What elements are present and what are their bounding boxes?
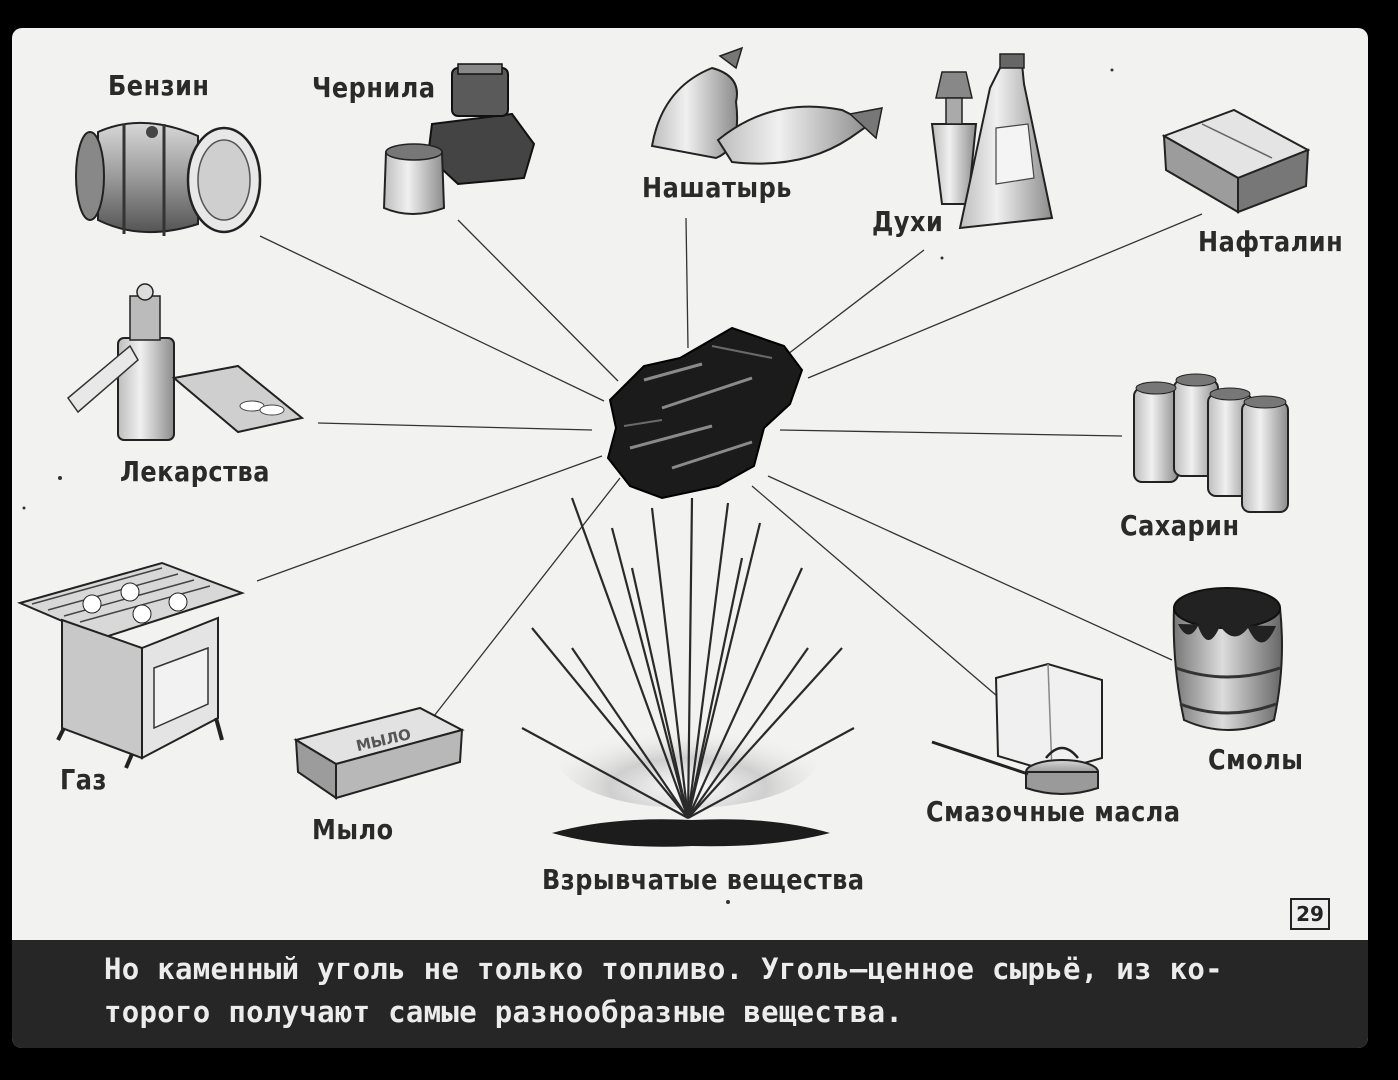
label-vzryvchatye: Взрывчатые вещества [542, 863, 865, 897]
caption-line-1: Но каменный уголь не только топливо. Уго… [104, 952, 1223, 986]
connector-lekarstva [317, 422, 593, 431]
label-smazochnye: Смазочные масла [926, 795, 1181, 829]
connector-nashatyr [685, 217, 689, 349]
jars-icon [1133, 373, 1289, 513]
connector-naftalin [807, 213, 1203, 379]
connector-sakharin [779, 429, 1123, 437]
gas-stove-icon [16, 561, 246, 769]
connector-gaz [256, 455, 603, 582]
label-sakharin: Сахарин [1120, 509, 1240, 543]
tar-barrel-icon [1172, 587, 1283, 731]
medicine-icon [66, 283, 305, 441]
connector-smazochnye [751, 485, 998, 697]
ink-bottle-icon [382, 63, 536, 215]
caption-band: Но каменный уголь не только топливо. Уго… [12, 940, 1368, 1048]
label-nashatyr: Нашатырь [642, 171, 792, 205]
connector-smoly [767, 475, 1173, 661]
soap-bar-icon: МЫЛО [293, 706, 465, 800]
perfume-bottles-icon [930, 53, 1054, 230]
connector-mylo [433, 477, 621, 717]
label-dukhi: Духи [872, 205, 944, 239]
connector-benzin [259, 235, 605, 402]
label-chernila: Чернила [312, 71, 436, 105]
connector-dukhi [787, 249, 925, 355]
explosion-icon [521, 497, 855, 847]
fuel-barrel-icon [75, 121, 262, 236]
coal-products-diagram: МЫЛО [16, 46, 1311, 904]
connector-chernila [457, 219, 619, 382]
coal-lump-icon [606, 326, 804, 500]
label-benzin: Бензин [108, 69, 210, 103]
caption-line-2: торого получают самые разнообразные веще… [104, 995, 904, 1029]
label-lekarstva: Лекарства [120, 455, 270, 489]
label-gaz: Газ [60, 763, 107, 797]
film-scratches [22, 68, 1114, 904]
label-smoly: Смолы [1208, 743, 1304, 777]
page-number: 29 [1290, 898, 1330, 930]
label-naftalin: Нафталин [1198, 225, 1344, 259]
slide-frame: МЫЛО Бензин Чернила Нашатырь Духи Нафтал… [12, 28, 1368, 1048]
oil-can-icon [931, 662, 1103, 795]
box-icon [1161, 108, 1311, 214]
label-mylo: Мыло [312, 813, 394, 847]
sacks-icon [650, 46, 883, 165]
connector-lines [256, 213, 1203, 717]
